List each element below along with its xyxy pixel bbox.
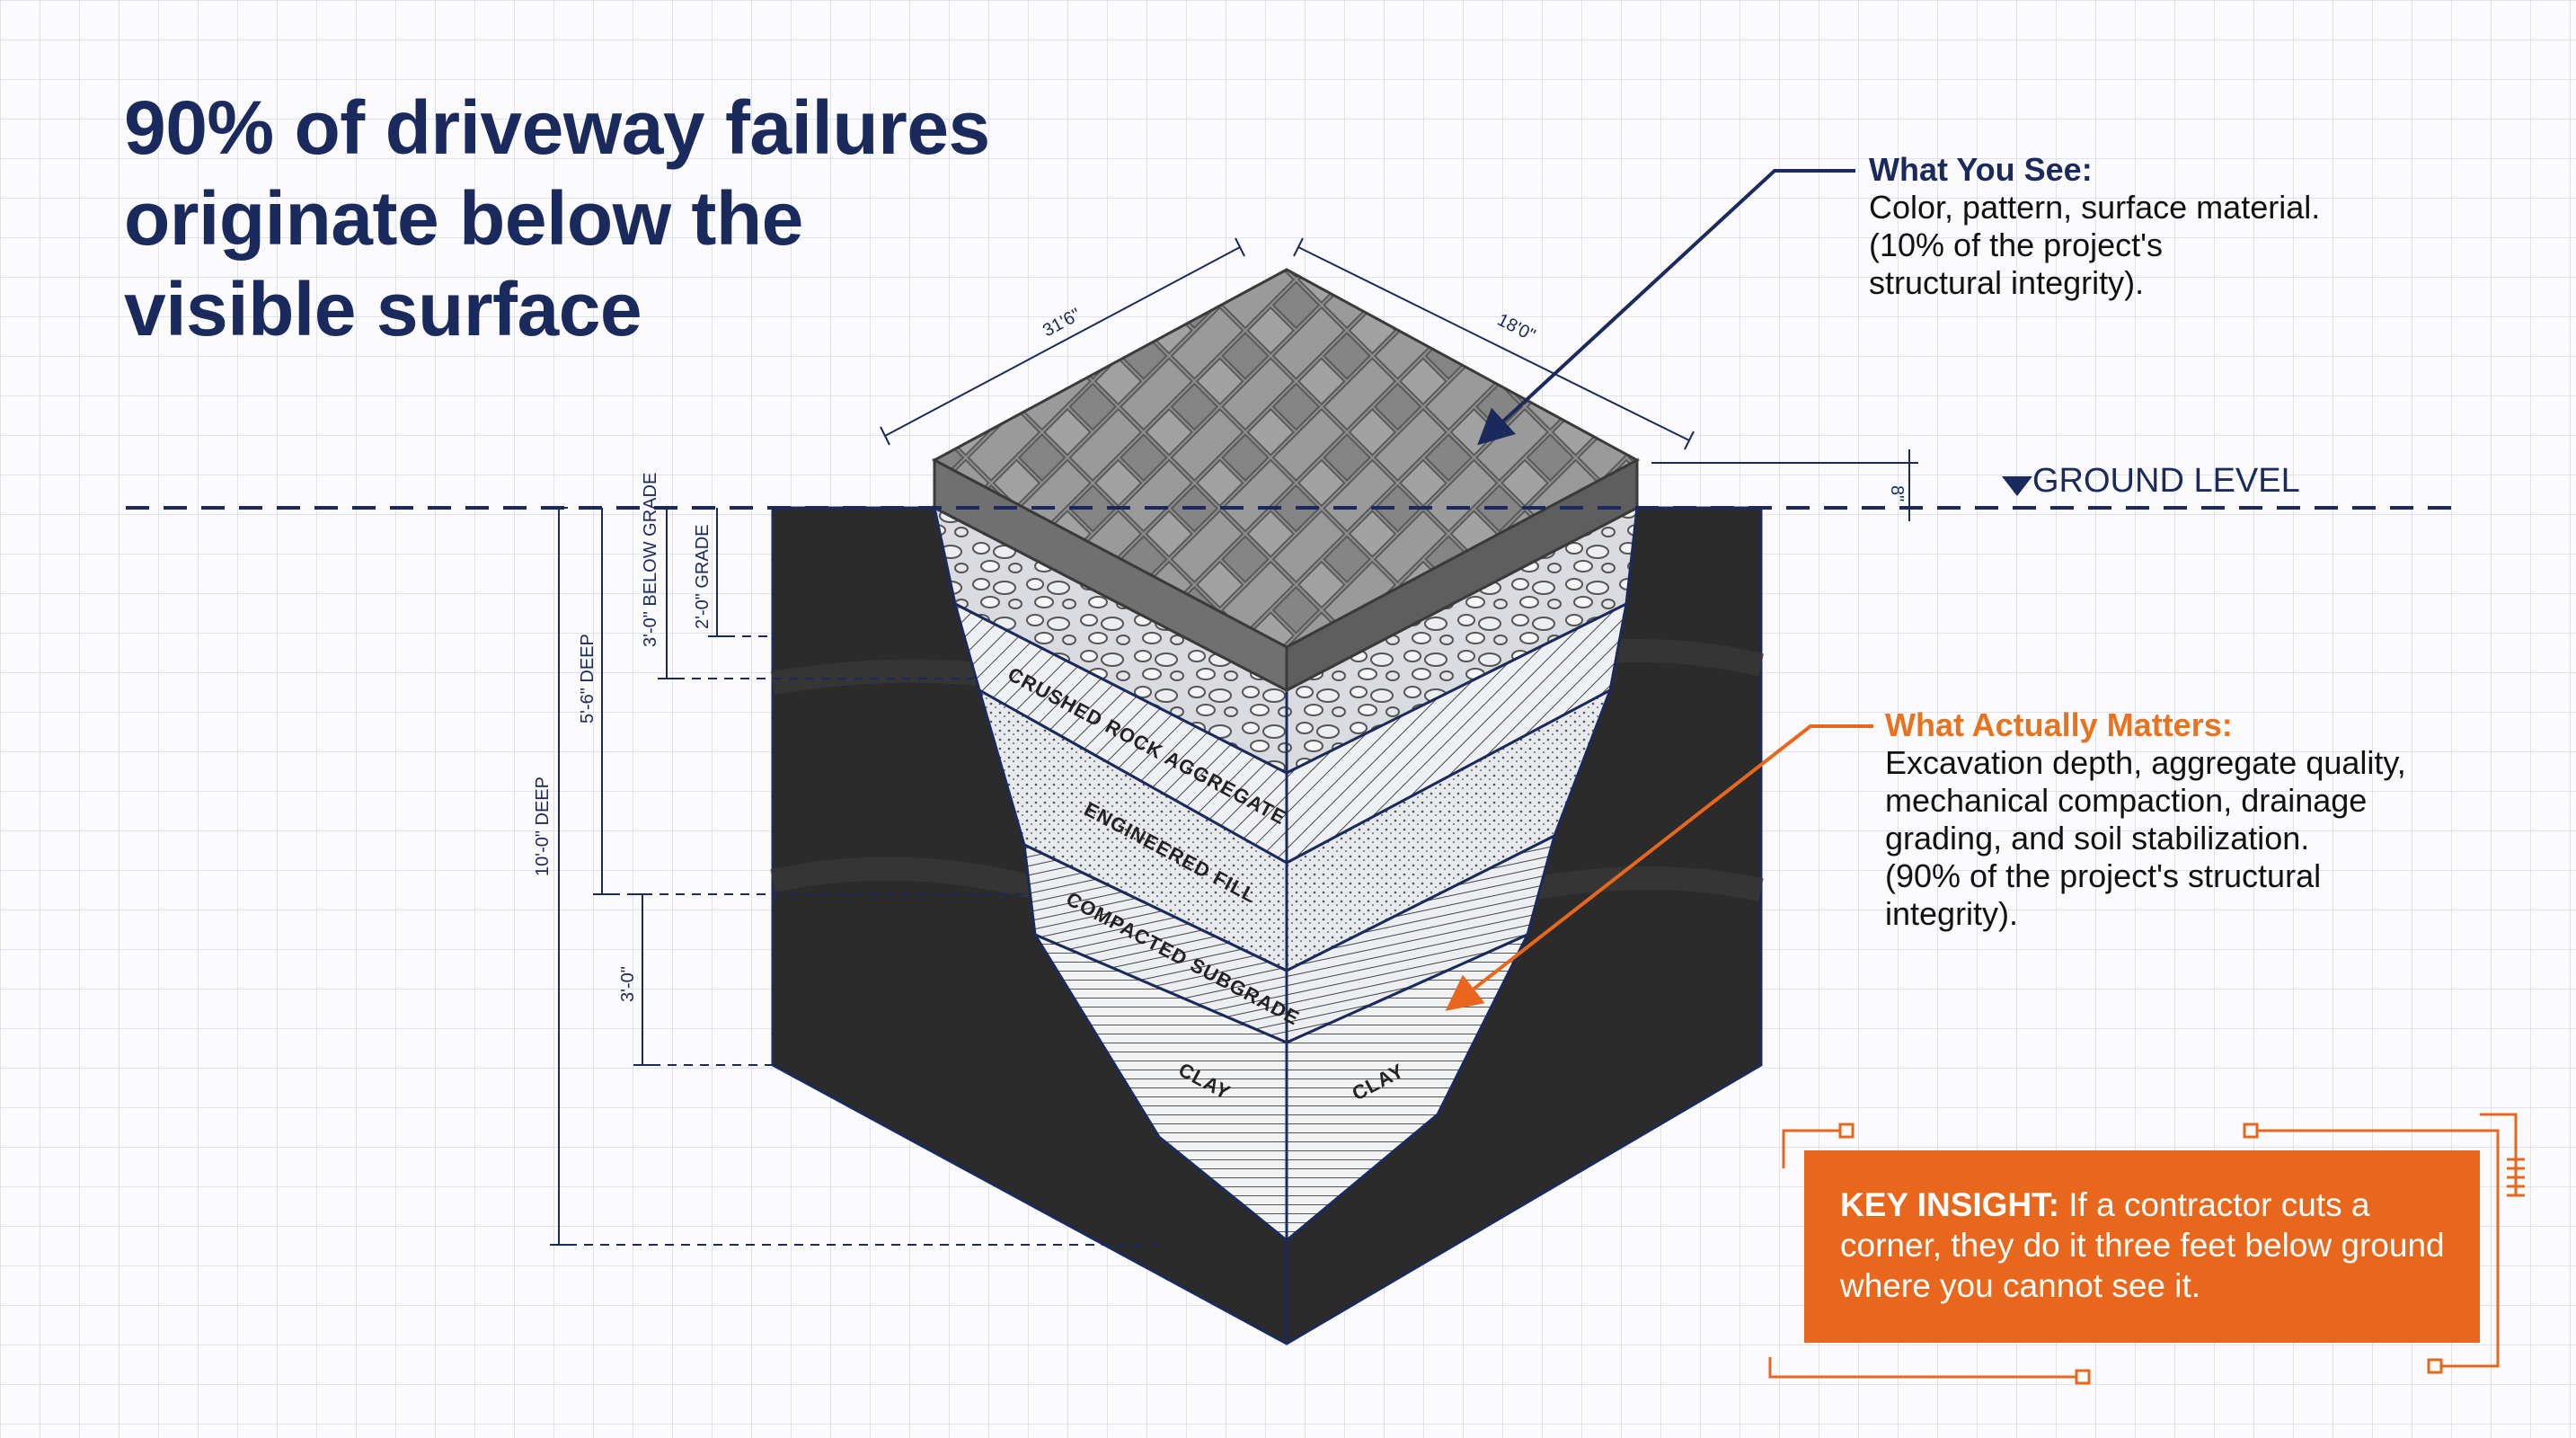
- what-matters-title: What Actually Matters:: [1885, 706, 2233, 743]
- matters-arrow: [1445, 724, 1873, 1011]
- layer-faces: [932, 505, 1639, 1244]
- see-arrow: [1477, 169, 1855, 446]
- what-you-see-callout: What You See: Color, pattern, surface ma…: [1869, 151, 2320, 302]
- dim-below-grade-b: 2'-0" GRADE: [693, 524, 713, 629]
- key-insight-line-2: corner, they do it three feet below grou…: [1840, 1227, 2445, 1264]
- headline-line-1: 90% of driveway failures: [124, 85, 990, 170]
- key-insight-line-1: If a contractor cuts a: [2068, 1186, 2370, 1223]
- key-insight-line-3: where you cannot see it.: [1840, 1267, 2201, 1304]
- paver-surface: [931, 268, 1641, 693]
- headline-line-3: visible surface: [124, 267, 642, 351]
- what-matters-line: (90% of the project's structural: [1885, 857, 2322, 894]
- headline: 90% of driveway failures originate below…: [124, 83, 1112, 355]
- dim-lower: 3'-0": [618, 966, 638, 1002]
- what-you-see-line: (10% of the project's: [1869, 226, 2164, 263]
- what-you-see-line: Color, pattern, surface material.: [1869, 189, 2321, 226]
- what-matters-line: integrity).: [1885, 895, 2019, 932]
- dim-depth-mid: 5'-6" DEEP: [578, 634, 598, 723]
- key-insight-box: KEY INSIGHT: If a contractor cuts a corn…: [1804, 1150, 2480, 1343]
- what-you-see-title: What You See:: [1869, 151, 2093, 188]
- what-matters-callout: What Actually Matters: Excavation depth,…: [1885, 706, 2406, 933]
- what-you-see-line: structural integrity).: [1869, 264, 2145, 301]
- key-insight-label: KEY INSIGHT:: [1840, 1186, 2059, 1223]
- what-matters-line: Excavation depth, aggregate quality,: [1885, 744, 2406, 781]
- ground-level-marker: [2002, 476, 2032, 496]
- dim-depth-total: 10'-0" DEEP: [533, 777, 553, 876]
- ground-level-label: GROUND LEVEL: [2032, 462, 2300, 500]
- what-matters-line: mechanical compaction, drainage: [1885, 782, 2368, 819]
- what-matters-line: grading, and soil stabilization.: [1885, 820, 2310, 857]
- dim-above-grade: 8": [1887, 485, 1907, 502]
- headline-line-2: originate below the: [124, 176, 803, 261]
- dim-below-grade-a: 3'-0" BELOW GRADE: [641, 473, 660, 647]
